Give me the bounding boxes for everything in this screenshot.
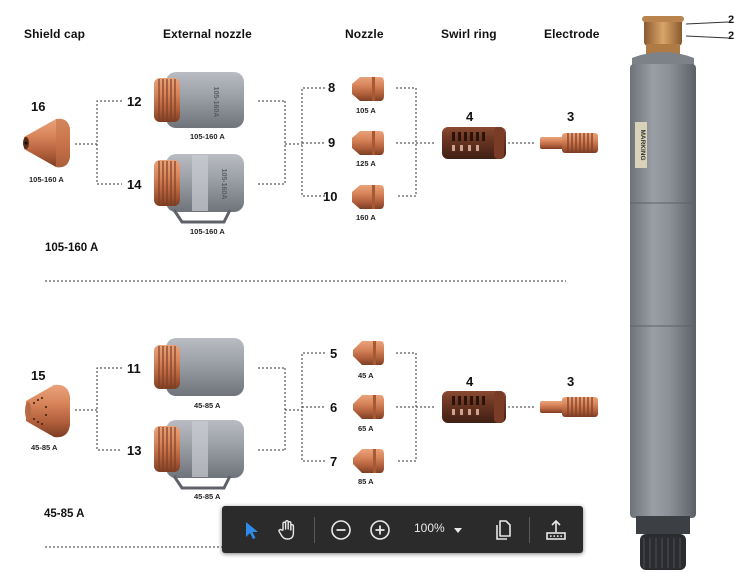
header-electrode: Electrode <box>544 27 600 41</box>
electrode-bottom <box>540 397 598 417</box>
caret-down-icon <box>454 528 462 533</box>
torch-label: MARKING <box>639 129 646 160</box>
external-nozzle-13 <box>154 420 244 490</box>
part-number-10: 10 <box>323 189 338 204</box>
toolbar-separator-2 <box>529 517 530 543</box>
zoom-dropdown-button[interactable] <box>448 514 468 546</box>
nozzle-7 <box>353 449 384 473</box>
minus-circle-icon <box>331 520 351 540</box>
nozzle-9 <box>352 131 384 155</box>
page-display-button[interactable] <box>487 514 519 546</box>
external-nozzle-14: 105-160A <box>154 154 244 224</box>
nozzle-5 <box>353 341 384 365</box>
external-nozzle-11 <box>154 338 244 396</box>
header-nozzle: Nozzle <box>345 27 384 41</box>
torch-label-2-top: 2 <box>728 14 734 26</box>
copy-pages-icon <box>496 520 511 540</box>
part-number-11: 11 <box>127 361 141 376</box>
zoom-in-button[interactable] <box>364 514 396 546</box>
external-nozzle-12: 105-160A <box>154 72 244 128</box>
shield-cap-16-amps: 105-160 A <box>29 175 64 184</box>
pan-tool-button[interactable] <box>271 514 303 546</box>
plasma-torch: MARKING <box>630 16 696 570</box>
export-button[interactable] <box>540 514 572 546</box>
range-label-top: 105-160 A <box>45 242 99 254</box>
shield-cap-45-85 <box>25 384 70 438</box>
torch-label-2-bottom: 2 <box>728 30 734 42</box>
header-shield-cap: Shield cap <box>24 27 86 41</box>
part-number-6: 6 <box>330 400 338 415</box>
nozzle-9-amps: 125 A <box>356 159 376 168</box>
part-number-5: 5 <box>330 346 338 361</box>
nozzle-10 <box>352 185 384 209</box>
external-nozzle-13-amps: 45-85 A <box>194 492 221 501</box>
viewer-toolbar: 100% <box>222 506 583 553</box>
external-nozzle-12-amps: 105-160 A <box>190 132 225 141</box>
nozzle-8 <box>352 77 384 101</box>
part-number-13: 13 <box>127 443 142 458</box>
select-tool-button[interactable] <box>236 514 268 546</box>
external-nozzle-14-engraving: 105-160A <box>220 169 227 200</box>
toolbar-separator <box>314 517 315 543</box>
header-swirl-ring: Swirl ring <box>441 27 497 41</box>
electrode-top <box>540 133 598 153</box>
external-nozzle-11-amps: 45-85 A <box>194 401 221 410</box>
nozzle-6-amps: 65 A <box>358 424 374 433</box>
part-number-14: 14 <box>127 177 142 192</box>
part-number-16: 16 <box>31 99 46 114</box>
zoom-level[interactable]: 100% <box>414 521 445 535</box>
part-number-4-top: 4 <box>466 109 474 124</box>
nozzle-8-amps: 105 A <box>356 106 376 115</box>
part-number-12: 12 <box>127 94 142 109</box>
swirl-ring-top <box>442 127 506 159</box>
swirl-ring-bottom <box>442 391 506 423</box>
cursor-arrow-icon <box>246 522 258 539</box>
upload-tray-icon <box>546 519 566 540</box>
nozzle-5-amps: 45 A <box>358 371 374 380</box>
plus-circle-icon <box>370 520 390 540</box>
external-nozzle-14-amps: 105-160 A <box>190 227 225 236</box>
part-number-9: 9 <box>328 135 336 150</box>
range-label-bottom: 45-85 A <box>44 508 85 520</box>
nozzle-7-amps: 85 A <box>358 477 374 486</box>
part-number-3-top: 3 <box>567 109 575 124</box>
external-nozzle-12-engraving: 105-160A <box>212 87 219 118</box>
nozzle-10-amps: 160 A <box>356 213 376 222</box>
part-number-15: 15 <box>31 368 46 383</box>
part-number-4-bottom: 4 <box>466 374 474 389</box>
part-number-8: 8 <box>328 80 336 95</box>
nozzle-6 <box>353 395 384 419</box>
shield-cap-15-amps: 45-85 A <box>31 443 58 452</box>
header-external-nozzle: External nozzle <box>163 27 252 41</box>
part-number-3-bottom: 3 <box>567 374 575 389</box>
shield-cap-105-160 <box>23 118 70 168</box>
zoom-out-button[interactable] <box>325 514 357 546</box>
hand-icon <box>278 520 295 540</box>
part-number-7: 7 <box>330 454 338 469</box>
